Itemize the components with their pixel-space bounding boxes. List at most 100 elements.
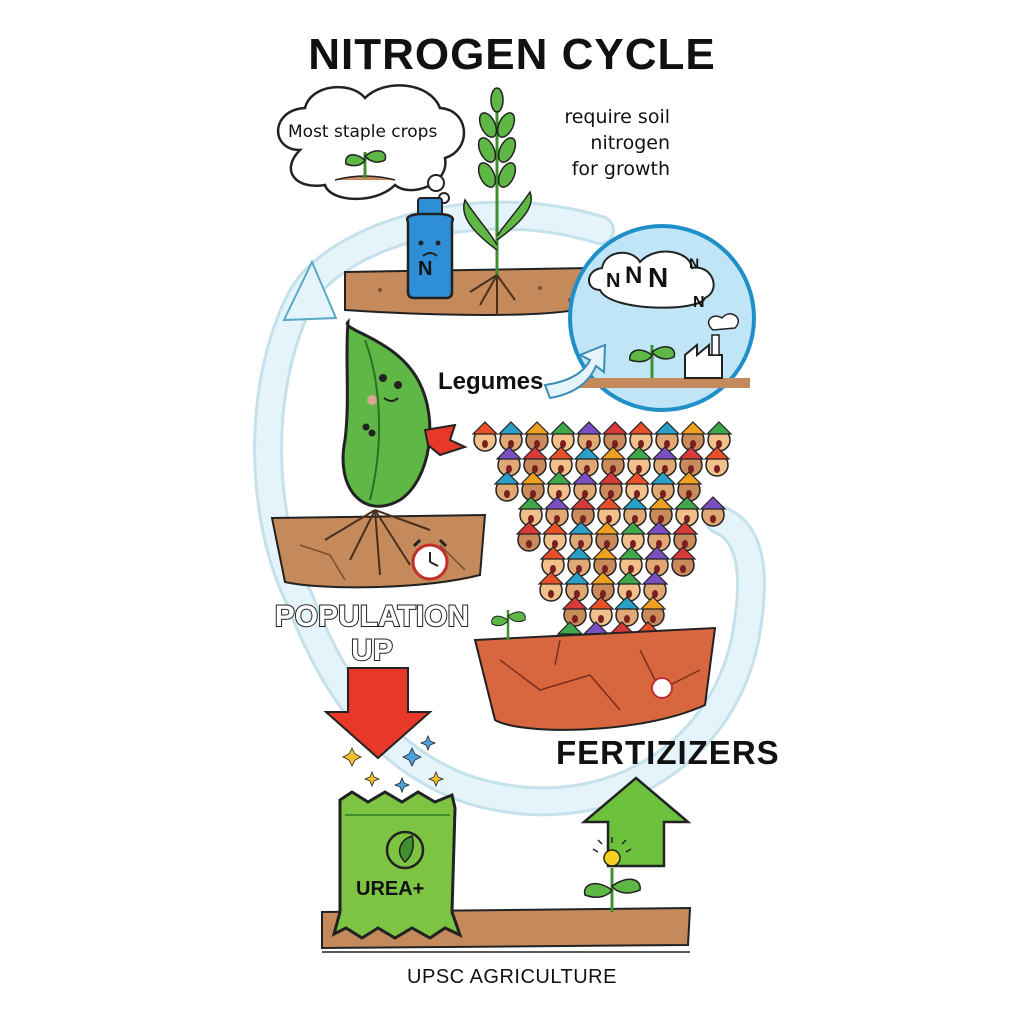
red-down-arrow (323, 667, 433, 760)
crowd-mouth (606, 515, 612, 523)
crowd-hat (669, 546, 697, 560)
crowd-mouth (532, 465, 538, 473)
air-nitrogen-letter: N (689, 255, 700, 271)
legume-soil (270, 509, 487, 589)
crop-note-line: for growth (571, 158, 670, 180)
cycle-arrow (253, 200, 766, 817)
population-label: POPULATION UP (262, 599, 482, 668)
legumes-label: Legumes (438, 368, 544, 395)
crop-note-line: require soil (564, 106, 670, 128)
crowd-mouth (652, 590, 658, 598)
crowd-mouth (650, 615, 656, 623)
crowd-mouth (636, 465, 642, 473)
footer-caption: UPSC AGRICULTURE (407, 966, 617, 988)
crowd-hat (547, 446, 575, 460)
crowd-mouth (526, 540, 532, 548)
crowd-hat (541, 521, 569, 535)
crowd-mouth (580, 515, 586, 523)
crowd-hat (619, 521, 647, 535)
crowd-hat (643, 546, 671, 560)
crowd-hat (679, 421, 707, 435)
crowd-hat (587, 596, 615, 610)
crowd-mouth (638, 440, 644, 448)
crowd-mouth (578, 540, 584, 548)
crowd-hat (569, 496, 597, 510)
crowd-hat (543, 496, 571, 510)
crowd-hat (497, 421, 525, 435)
crowd-hat (575, 421, 603, 435)
crowd-hat (573, 446, 601, 460)
crowd-mouth (662, 465, 668, 473)
sprout-icon (583, 837, 641, 912)
crowd-hat (705, 421, 733, 435)
crowd-hat (523, 421, 551, 435)
crowd-hat (591, 546, 619, 560)
crowd-hat (515, 521, 543, 535)
crowd-mouth (656, 540, 662, 548)
crowd-mouth (632, 515, 638, 523)
sparkles (342, 734, 445, 794)
crowd-mouth (548, 590, 554, 598)
crowd-hat (615, 571, 643, 585)
crowd-mouth (482, 440, 488, 448)
crowd-mouth (610, 465, 616, 473)
crowd-hat (651, 446, 679, 460)
air-nitrogen-letter: N (606, 270, 621, 292)
fertilizers-label: FERTIZIZERS (556, 734, 780, 771)
crowd-hat (627, 421, 655, 435)
air-nitrogen-letter: N (625, 262, 643, 289)
urea-label: UREA+ (356, 878, 425, 900)
crowd-hat (545, 471, 573, 485)
crowd-mouth (558, 465, 564, 473)
crowd-mouth (560, 440, 566, 448)
crowd-hat (699, 496, 727, 510)
green-up-arrow (580, 776, 692, 868)
crowd-mouth (690, 440, 696, 448)
crowd-mouth (684, 515, 690, 523)
crowd-hat (561, 596, 589, 610)
crowd-hat (571, 471, 599, 485)
crowd-mouth (628, 565, 634, 573)
crowd-hat (649, 471, 677, 485)
population-label-line: POPULATION (274, 599, 470, 634)
crowd-mouth (680, 565, 686, 573)
crowd-mouth (716, 440, 722, 448)
crowd-mouth (608, 490, 614, 498)
atmosphere-circle (568, 224, 756, 412)
thought-cloud-text: Most staple crops (288, 122, 438, 142)
crowd-hat (601, 421, 629, 435)
air-nitrogen-letter: N (693, 294, 705, 311)
crowd-hat (621, 496, 649, 510)
crowd-hat (623, 471, 651, 485)
crowd-mouth (688, 465, 694, 473)
crowd-mouth (586, 440, 592, 448)
crowd-mouth (528, 515, 534, 523)
crowd-hat (647, 496, 675, 510)
crowd-hat (703, 446, 731, 460)
crowd-hat (493, 471, 521, 485)
crowd-mouth (504, 490, 510, 498)
crowd-mouth (604, 540, 610, 548)
crowd-hat (597, 471, 625, 485)
crowd-mouth (658, 515, 664, 523)
crowd-hat (625, 446, 653, 460)
crowd-mouth (624, 615, 630, 623)
crowd-hat (495, 446, 523, 460)
crowd-hat (613, 596, 641, 610)
crowd-hat (595, 496, 623, 510)
crowd-hat (677, 446, 705, 460)
crowd-mouth (634, 490, 640, 498)
crowd-hat (653, 421, 681, 435)
crowd-mouth (654, 565, 660, 573)
air-nitrogen-letter: N (648, 262, 669, 293)
crowd-hat (639, 596, 667, 610)
crowd-mouth (714, 465, 720, 473)
crowd-hat (556, 621, 584, 635)
crop-note: require soil nitrogen for growth (540, 104, 670, 182)
crowd-hat (589, 571, 617, 585)
diagram-title: NITROGEN CYCLE (308, 30, 716, 79)
crowd-mouth (534, 440, 540, 448)
legume-pod-icon (341, 318, 468, 508)
